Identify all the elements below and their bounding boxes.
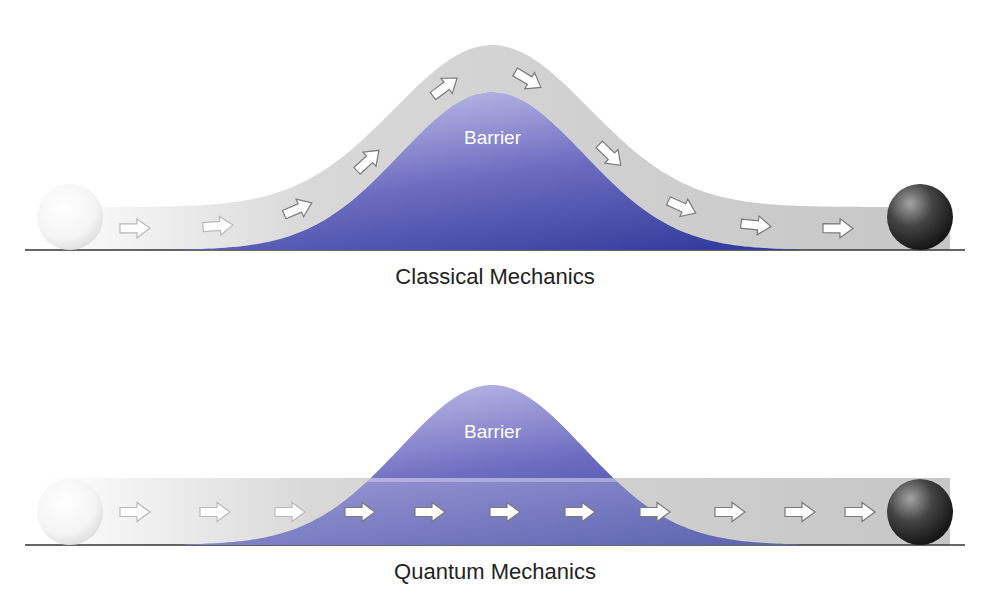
barrier-label: Barrier: [185, 90, 800, 150]
motion-arrow: [200, 503, 230, 522]
barrier: Barrier: [185, 385, 800, 545]
motion-arrow: [565, 503, 595, 522]
start-ball: [37, 184, 103, 250]
motion-arrow: [120, 219, 150, 238]
motion-arrow: [345, 503, 375, 522]
barrier-fill: [185, 385, 800, 545]
quantum-path-band: [40, 478, 950, 545]
motion-arrow: [275, 503, 305, 522]
motion-arrow: [640, 503, 670, 522]
barrier-shape: [185, 90, 800, 250]
motion-arrow: [785, 503, 815, 522]
barrier-shape: [185, 385, 800, 545]
motion-arrow: [427, 70, 462, 103]
barrier: Barrier: [185, 90, 800, 250]
motion-arrow: [715, 503, 745, 522]
motion-arrow: [120, 503, 150, 522]
motion-arrow: [280, 194, 315, 223]
motion-arrow: [593, 138, 628, 173]
motion-arrow: [415, 503, 445, 522]
end-ball: [887, 184, 953, 250]
motion-arrow: [740, 214, 772, 236]
motion-arrow: [664, 192, 699, 222]
barrier-label: Barrier: [185, 385, 800, 444]
panel-caption: Quantum Mechanics: [394, 559, 596, 585]
start-ball: [37, 479, 103, 545]
motion-arrow: [845, 503, 875, 522]
tunnel-band-edge: [185, 478, 800, 482]
motion-arrow: [823, 219, 853, 238]
barrier-fill: [185, 92, 800, 250]
motion-arrow: [490, 503, 520, 522]
end-ball: [887, 479, 953, 545]
tunnel-band: [185, 478, 800, 545]
classical-path-band: [40, 45, 950, 250]
motion-arrow: [202, 215, 233, 236]
motion-arrow: [510, 64, 545, 96]
motion-arrow: [351, 143, 386, 177]
panel-caption: Classical Mechanics: [395, 264, 594, 290]
